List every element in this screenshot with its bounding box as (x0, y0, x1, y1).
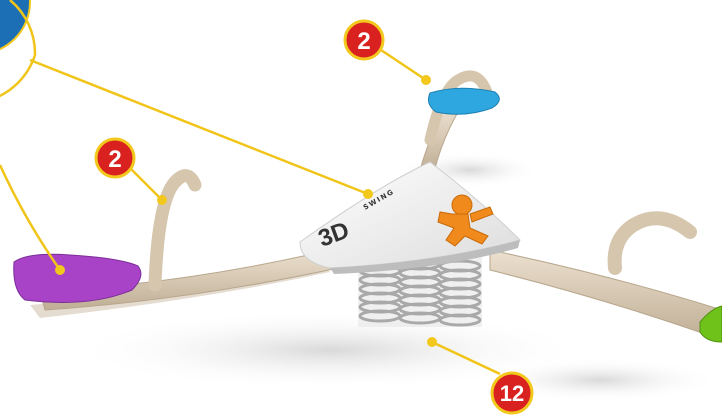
callout-spring: 12 (490, 371, 534, 415)
callout-handle-back: 2 (343, 19, 385, 61)
seat-blue (428, 87, 500, 115)
handle-back (424, 70, 494, 146)
handle-right (607, 211, 697, 275)
orange-figure-logo (437, 194, 494, 247)
handle-left (148, 169, 202, 292)
detail-circle-outline (0, 0, 37, 98)
leader-lines (0, 46, 501, 376)
detail-lens (0, 0, 31, 51)
svg-text:2: 2 (108, 146, 121, 173)
svg-text:12: 12 (500, 381, 524, 406)
seat-green (699, 305, 722, 343)
callout-handle-left: 2 (94, 137, 136, 179)
seesaw-arm-right (489, 249, 722, 341)
central-hub (299, 161, 521, 269)
spring-coil (438, 313, 482, 327)
seat-purple (13, 253, 142, 303)
svg-text:2: 2 (357, 28, 370, 55)
leader-dots (55, 75, 437, 347)
